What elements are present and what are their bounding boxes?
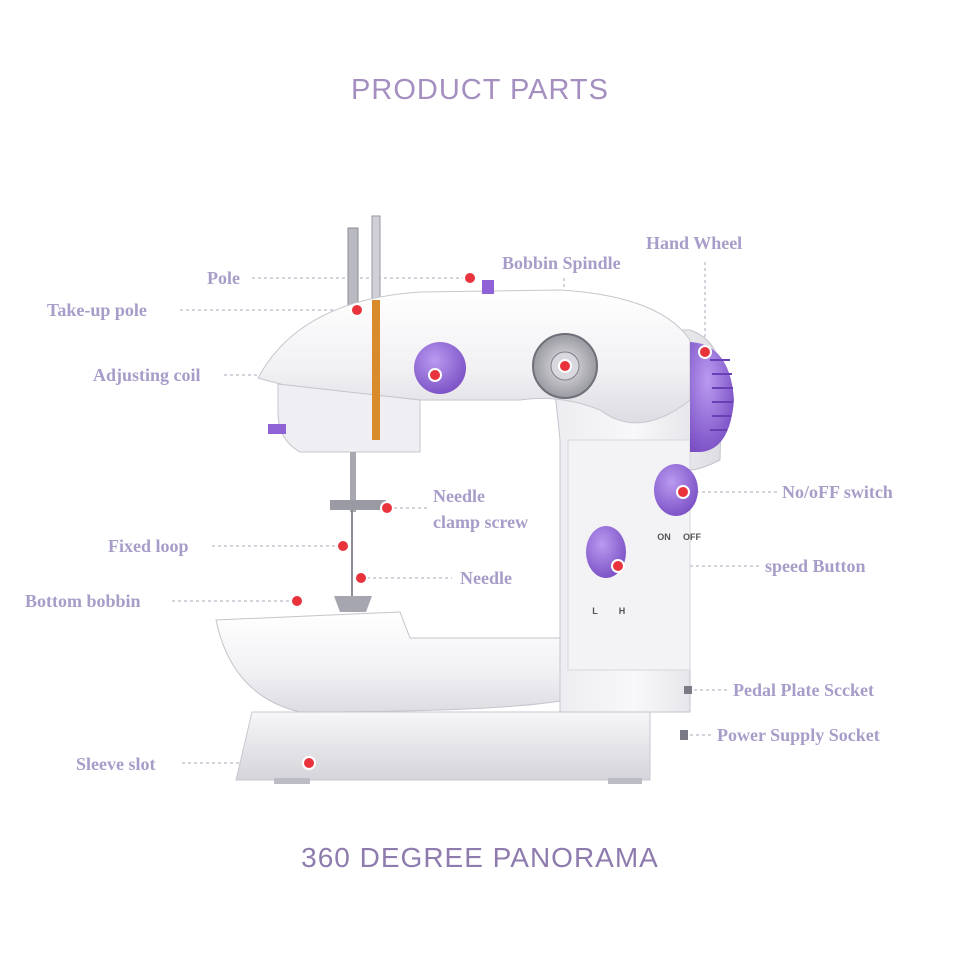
label-bottom-bobbin: Bottom bobbin [25, 591, 141, 611]
speed-low-label: L [592, 606, 598, 616]
hand-wheel-grooves [710, 359, 733, 431]
marker-needle-clamp [380, 501, 394, 515]
label-power-supply-socket: Power Supply Socket [717, 725, 880, 745]
top-spool-pin [482, 280, 494, 294]
label-speed-button: speed Button [765, 556, 866, 576]
label-pedal-plate-socket: Pedal Plate Sccket [733, 680, 874, 700]
on-off-switch [654, 464, 698, 516]
switch-off-label: OFF [683, 532, 701, 542]
page-title: PRODUCT PARTS [351, 74, 609, 106]
marker-bobbin-spindle [558, 359, 572, 373]
hand-wheel [690, 342, 734, 452]
label-on-off-switch: No/oFF switch [782, 482, 893, 502]
label-pole: Pole [207, 268, 240, 288]
machine-base [235, 711, 651, 781]
label-needle-clamp-line2: clamp screw [433, 512, 529, 532]
marker-adjusting-coil [428, 368, 442, 382]
marker-on-off [676, 485, 690, 499]
speed-high-label: H [619, 606, 626, 616]
marker-sleeve [302, 756, 316, 770]
marker-take-up-pole [350, 303, 364, 317]
label-needle: Needle [460, 568, 512, 588]
marker-hand-wheel [698, 345, 712, 359]
label-take-up-pole: Take-up pole [47, 300, 147, 320]
tension-guide [372, 300, 380, 440]
panorama-caption: 360 DEGREE PANORAMA [301, 842, 659, 873]
marker-needle [354, 571, 368, 585]
switch-on-label: ON [657, 532, 671, 542]
marker-fixed-loop [336, 539, 350, 553]
label-adjusting-coil: Adjusting coil [93, 365, 201, 385]
marker-bottom-bobbin [290, 594, 304, 608]
label-hand-wheel: Hand Wheel [646, 233, 743, 253]
base-foot-left [274, 778, 310, 784]
label-bobbin-spindle: Bobbin Spindle [502, 253, 621, 273]
sleeve-table [215, 611, 567, 713]
presser-foot [334, 596, 372, 612]
marker-speed [611, 559, 625, 573]
label-fixed-loop: Fixed loop [108, 536, 189, 556]
markers [290, 271, 712, 770]
label-needle-clamp-screw: Needle clamp screw [433, 483, 528, 535]
adjusting-coil-knob [414, 342, 466, 394]
base-foot-right [608, 778, 642, 784]
power-socket [680, 730, 688, 740]
label-needle-clamp-line1: Needle [433, 486, 485, 506]
label-sleeve-slot: Sleeve slot [76, 754, 156, 774]
machine-head [277, 383, 421, 453]
needle-clamp [330, 500, 386, 510]
needle-bar [350, 452, 356, 512]
pedal-socket [684, 686, 692, 694]
marker-pole [463, 271, 477, 285]
side-indicator [268, 424, 286, 434]
